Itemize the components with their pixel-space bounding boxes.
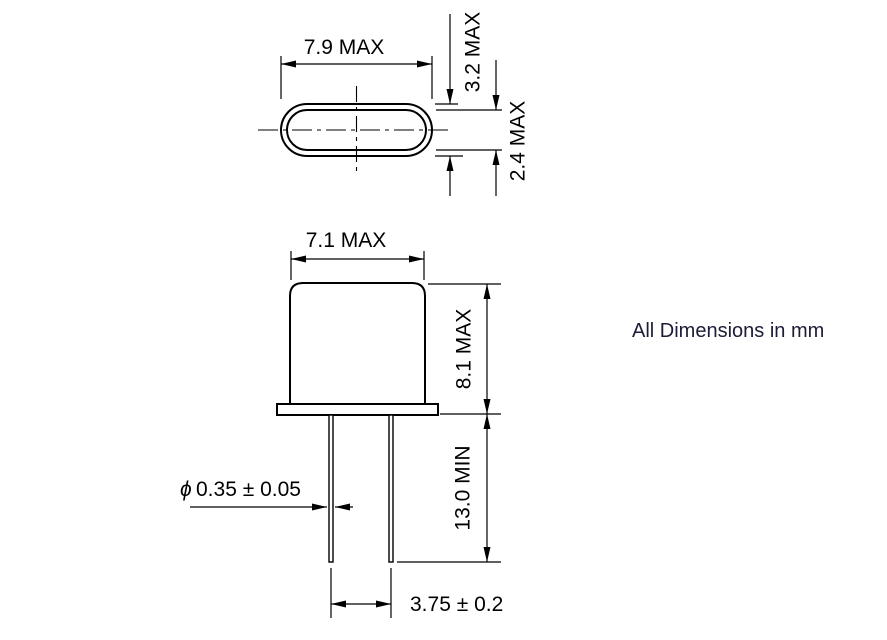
dimension-body-height: 8.1 MAX — [428, 283, 501, 415]
diameter-symbol: ϕ — [180, 478, 192, 501]
dim-label-cover-thickness: 2.4 MAX — [507, 101, 530, 182]
crystal-can-body — [289, 282, 426, 405]
dim-label-top-width: 7.9 MAX — [304, 36, 385, 59]
dim-label-lead-spacing: 3.75 ± 0.2 — [410, 593, 503, 616]
dimensions-note: All Dimensions in mm — [632, 320, 824, 342]
lead-right — [388, 414, 394, 563]
dimension-top-width: 7.9 MAX — [280, 36, 433, 99]
dimension-lead-length: 13.0 MIN — [397, 414, 501, 563]
front-view: 7.1 MAX 8.1 MAX 13.0 MIN ϕ 0.35 ± 0.05 — [180, 229, 503, 618]
dim-label-overall-thickness: 3.2 MAX — [462, 12, 485, 93]
dim-label-body-height: 8.1 MAX — [453, 309, 476, 390]
dimension-overall-thickness: 3.2 MAX — [435, 12, 485, 196]
top-view: 7.9 MAX 3.2 MAX 2.4 MAX — [258, 12, 530, 196]
dimension-body-width: 7.1 MAX — [290, 229, 425, 280]
base-flange — [276, 403, 439, 416]
lead-left — [328, 414, 334, 563]
dim-label-lead-length: 13.0 MIN — [452, 445, 475, 530]
dim-label-body-width: 7.1 MAX — [306, 229, 387, 252]
dimension-lead-diameter: ϕ 0.35 ± 0.05 — [180, 478, 353, 511]
dim-label-lead-diameter: 0.35 ± 0.05 — [196, 478, 301, 501]
dimension-lead-spacing: 3.75 ± 0.2 — [330, 568, 503, 618]
dimension-cover-thickness: 2.4 MAX — [436, 60, 530, 196]
